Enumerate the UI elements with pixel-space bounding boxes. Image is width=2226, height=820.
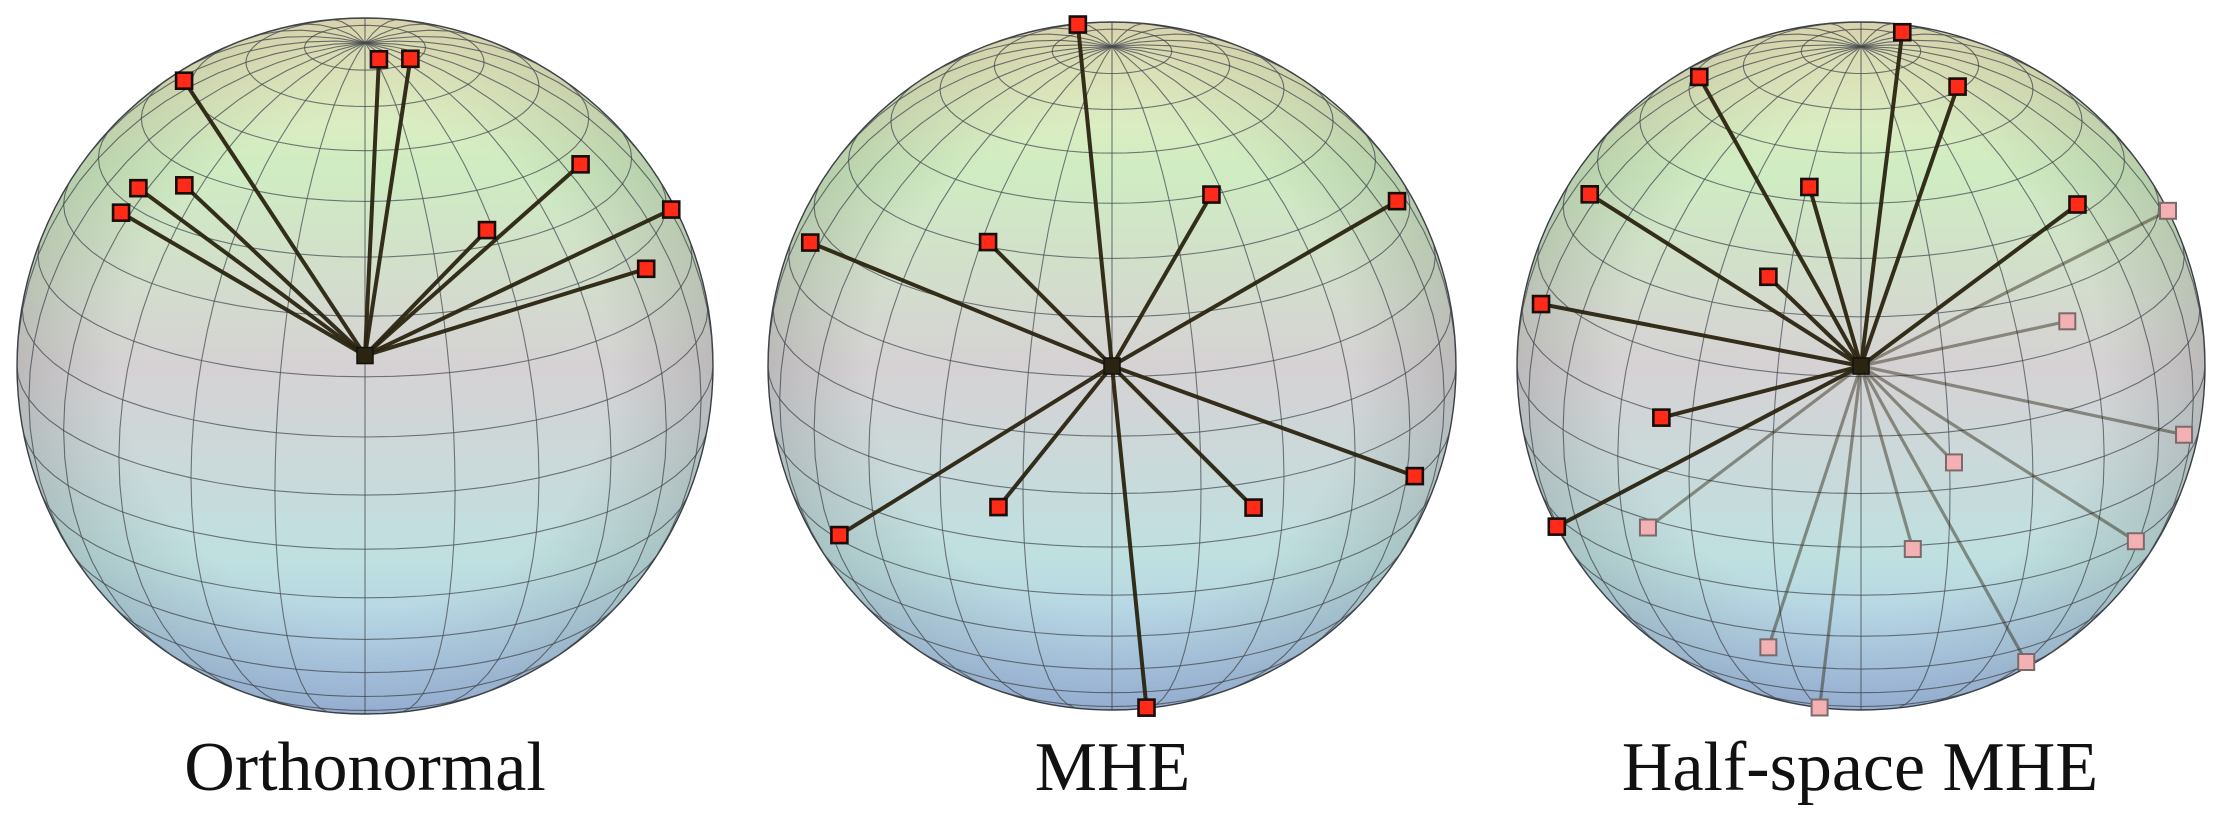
point-marker-1-3 xyxy=(800,233,820,252)
spokes-1 xyxy=(800,15,1425,717)
point-marker-2-8 xyxy=(1652,408,1671,427)
spoke-0-5 xyxy=(182,183,367,358)
point-marker-0-2 xyxy=(401,49,420,69)
point-marker-1-5 xyxy=(1405,466,1425,486)
spoke-2-19 xyxy=(1818,365,1863,708)
spoke-2-4 xyxy=(1807,186,1863,367)
point-marker-2-0 xyxy=(1689,67,1709,87)
spoke-2-2 xyxy=(1859,85,1960,367)
spoke-1-9 xyxy=(1110,365,1149,708)
spoke-0-4 xyxy=(120,210,367,358)
point-marker-1-0 xyxy=(1068,15,1088,34)
point-marker-2-2 xyxy=(1948,77,1967,96)
caption-mhe: MHE xyxy=(1034,729,1191,806)
spokes-0 xyxy=(111,49,681,365)
point-marker-2-18 xyxy=(2017,653,2036,672)
point-marker-2-7 xyxy=(1531,294,1551,314)
point-marker-2-1 xyxy=(1892,22,1912,42)
point-marker-2-11 xyxy=(2058,312,2077,331)
spoke-0-6 xyxy=(363,162,582,358)
point-marker-0-8 xyxy=(661,200,681,219)
spoke-2-6 xyxy=(1766,275,1863,368)
center-hub-1 xyxy=(1103,357,1121,375)
spoke-1-0 xyxy=(1075,24,1114,367)
point-marker-0-0 xyxy=(174,71,194,90)
spoke-2-5 xyxy=(1859,202,2079,368)
spoke-2-7 xyxy=(1540,302,1862,368)
spoke-2-0 xyxy=(1697,75,1863,367)
point-marker-2-4 xyxy=(1800,177,1819,197)
center-hub-2 xyxy=(1852,357,1870,375)
point-marker-2-19 xyxy=(1810,698,1829,717)
spokes-2 xyxy=(1531,22,2194,717)
point-marker-1-2 xyxy=(1387,191,1407,211)
point-marker-2-14 xyxy=(1638,518,1657,537)
spoke-1-1 xyxy=(1110,193,1214,368)
point-marker-2-9 xyxy=(1547,517,1567,536)
spoke-0-7 xyxy=(363,228,489,357)
spoke-0-1 xyxy=(363,59,381,356)
point-marker-1-7 xyxy=(989,497,1008,517)
point-marker-2-5 xyxy=(2068,195,2087,214)
point-marker-1-4 xyxy=(978,232,998,252)
point-marker-2-6 xyxy=(1759,267,1778,287)
spoke-2-9 xyxy=(1555,364,1862,529)
caption-orthonormal: Orthonormal xyxy=(184,729,546,806)
point-marker-1-9 xyxy=(1137,698,1156,717)
spoke-0-3 xyxy=(137,186,367,358)
spoke-1-8 xyxy=(1110,364,1256,510)
spoke-2-17 xyxy=(1766,365,1863,648)
point-marker-2-3 xyxy=(1580,185,1600,204)
point-marker-0-9 xyxy=(636,259,656,279)
spoke-0-0 xyxy=(182,79,367,357)
point-marker-0-7 xyxy=(477,220,497,240)
point-marker-2-17 xyxy=(1759,638,1778,657)
spoke-2-8 xyxy=(1660,364,1862,420)
spoke-2-13 xyxy=(1859,364,1956,464)
point-marker-0-4 xyxy=(111,203,131,222)
point-marker-1-8 xyxy=(1244,498,1263,517)
spoke-2-10 xyxy=(1860,209,2169,368)
spoke-2-3 xyxy=(1588,192,1863,368)
spoke-2-14 xyxy=(1646,364,1862,529)
spoke-1-4 xyxy=(986,240,1114,368)
caption-half-space-mhe: Half-space MHE xyxy=(1621,729,2099,806)
point-marker-2-12 xyxy=(2175,425,2194,444)
spoke-1-2 xyxy=(1110,199,1399,368)
center-hub-0 xyxy=(356,346,374,365)
spoke-1-7 xyxy=(996,364,1114,509)
spoke-2-12 xyxy=(1860,364,2185,437)
spoke-1-5 xyxy=(1111,364,1416,478)
point-marker-0-6 xyxy=(571,155,590,174)
point-marker-2-13 xyxy=(1944,453,1963,472)
point-marker-0-5 xyxy=(175,176,194,195)
spoke-2-11 xyxy=(1860,319,2068,368)
spoke-0-9 xyxy=(364,266,647,358)
spoke-1-6 xyxy=(838,364,1114,537)
point-marker-2-16 xyxy=(2126,532,2145,551)
spoke-0-8 xyxy=(364,207,673,358)
point-marker-2-15 xyxy=(1903,540,1922,559)
spoke-2-16 xyxy=(1860,364,2137,543)
spoke-2-15 xyxy=(1859,365,1915,550)
spoke-2-18 xyxy=(1859,365,2028,663)
point-marker-1-6 xyxy=(830,525,849,545)
point-marker-0-1 xyxy=(369,49,389,69)
spoke-0-2 xyxy=(363,58,413,356)
spoke-1-3 xyxy=(809,240,1113,368)
point-marker-1-1 xyxy=(1202,185,1221,204)
point-marker-2-10 xyxy=(2159,201,2178,220)
spoke-2-1 xyxy=(1859,31,1905,367)
point-marker-0-3 xyxy=(129,178,148,198)
